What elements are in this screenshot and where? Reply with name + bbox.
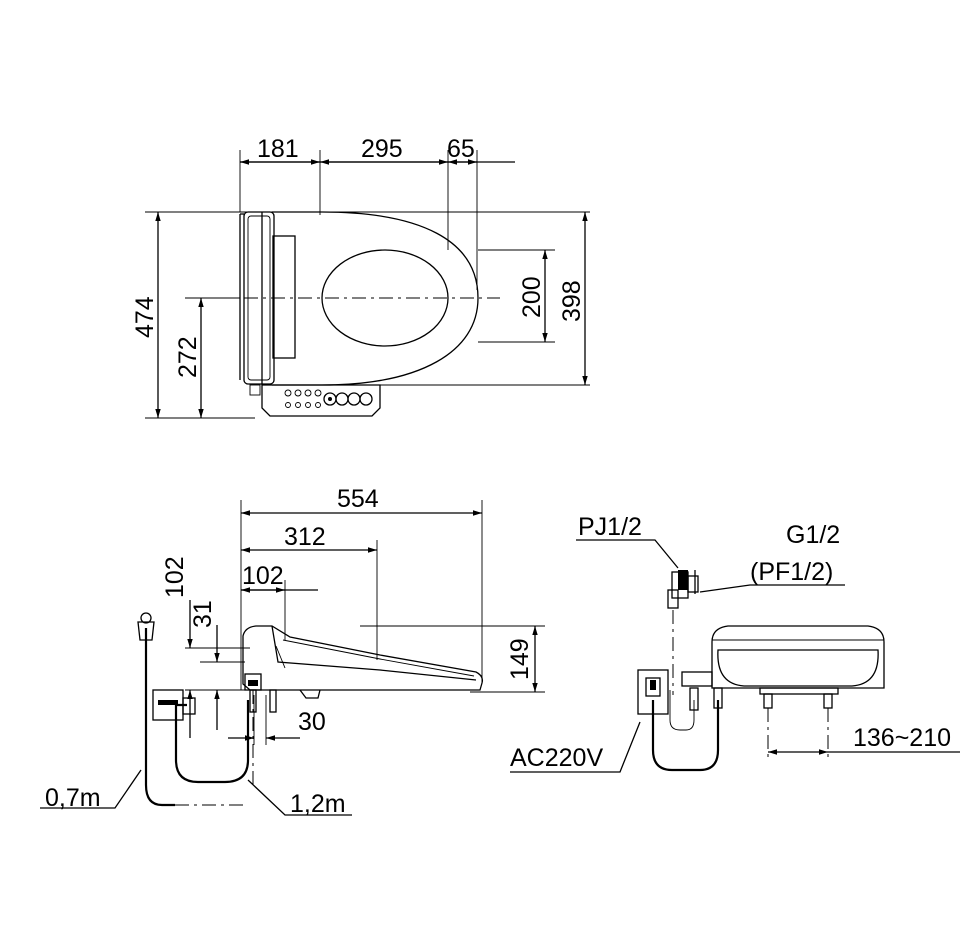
label-ac220v: AC220V	[510, 744, 603, 772]
label-g12: G1/2	[786, 521, 840, 549]
label-pj12: PJ1/2	[578, 513, 642, 541]
dim-30: 30	[298, 708, 326, 736]
power-cable	[651, 700, 720, 772]
cable-1-2m	[174, 700, 250, 784]
dim-102-horizontal: 102	[242, 562, 284, 590]
dim-31: 31	[189, 600, 217, 628]
dim-181: 181	[257, 135, 299, 163]
dim-312: 312	[284, 523, 326, 551]
dim-554: 554	[337, 485, 379, 513]
control-buttons	[284, 389, 373, 408]
installation-view: PJ1/2 G1/2 (PF1/2)	[510, 513, 960, 773]
dim-398: 398	[558, 280, 586, 322]
dim-136-210: 136~210	[853, 724, 951, 752]
dim-65: 65	[447, 135, 475, 163]
dim-272: 272	[174, 336, 202, 378]
cable-label-0-7m: 0,7m	[45, 784, 101, 812]
seat-outline	[272, 211, 479, 386]
control-panel	[261, 384, 381, 417]
angle-valve	[667, 570, 699, 695]
cable-label-1-2m: 1,2m	[290, 790, 346, 818]
dim-149: 149	[506, 638, 534, 680]
label-pf12: (PF1/2)	[750, 558, 833, 586]
dim-102-vertical: 102	[161, 556, 189, 598]
dim-200: 200	[518, 276, 546, 318]
hose-0-7m	[144, 628, 175, 807]
top-view: 181 295 65 474 272 200 398	[131, 135, 590, 419]
seat-opening	[321, 249, 449, 347]
dim-474: 474	[131, 296, 159, 338]
dim-295: 295	[361, 135, 403, 163]
side-view: 554 312 102 102 31 149 30	[40, 485, 545, 818]
seat-side-profile	[242, 625, 484, 691]
